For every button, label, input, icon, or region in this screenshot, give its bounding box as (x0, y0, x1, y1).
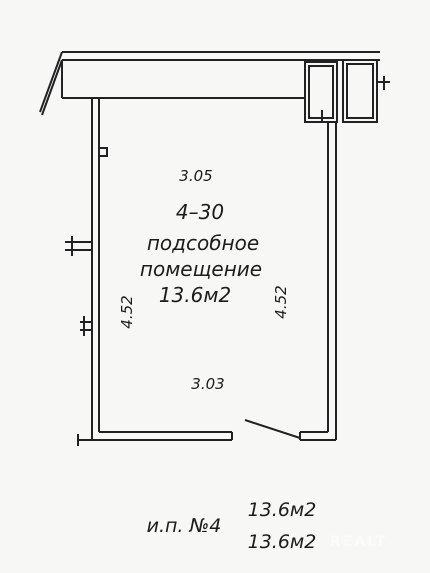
room-number: 4–30 (176, 200, 224, 224)
dimension-bottom: 3.03 (191, 375, 224, 393)
summary-area-2: 13.6м2 (248, 531, 317, 553)
room-name-line1: подсобное (147, 231, 259, 255)
room-name-line2: помещение (140, 257, 262, 281)
bottom-wall (77, 419, 336, 446)
dimension-left: 4.52 (118, 295, 136, 328)
vent-shafts (304, 59, 390, 123)
dimension-top: 3.05 (179, 167, 212, 185)
right-wall (321, 110, 337, 440)
top-wall (39, 51, 380, 116)
summary-area-1: 13.6м2 (248, 499, 317, 521)
left-wall (65, 98, 108, 440)
dimension-right: 4.52 (272, 285, 290, 318)
summary-label: и.п. №4 (147, 515, 222, 537)
room-area: 13.6м2 (159, 283, 231, 307)
watermark: REALT (330, 534, 387, 550)
